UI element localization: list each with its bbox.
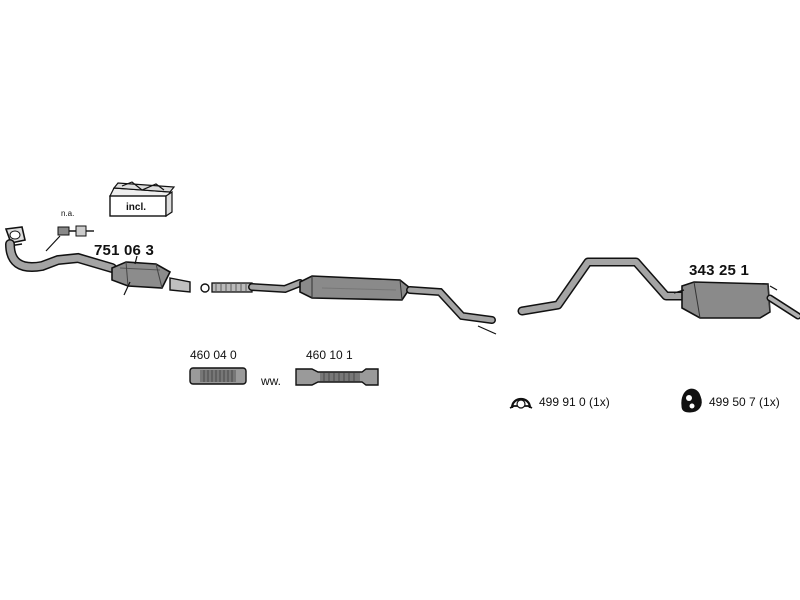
part-number-flex-pipe-a: 460 04 0 [190, 348, 237, 362]
kit-included-label: incl. [126, 202, 147, 213]
part-number-mount-rubber: 499 50 7 (1x) [709, 395, 780, 409]
alternative-label: ww. [261, 374, 282, 388]
part-number-flex-pipe-b: 460 10 1 [306, 348, 353, 362]
rubber-mount-icon [681, 388, 702, 413]
rear-silencer [673, 281, 800, 320]
not-available-label: n.a. [61, 209, 75, 218]
middle-pipe-assembly [211, 279, 304, 294]
mounting-kit-box [109, 181, 176, 218]
front-flange [4, 226, 26, 247]
oxygen-sensor [45, 225, 94, 252]
part-number-catalytic-converter: 751 06 3 [94, 242, 154, 259]
mount-ring-icon [509, 397, 533, 409]
part-number-rear-silencer: 343 25 1 [689, 262, 749, 279]
part-number-mount-ring: 499 91 0 (1x) [539, 395, 610, 409]
flex-pipe-b-icon [295, 368, 379, 386]
gasket-ring [200, 283, 210, 293]
catalytic-converter [111, 255, 191, 296]
middle-silencer [299, 275, 412, 301]
flex-pipe-a-icon [189, 367, 247, 385]
